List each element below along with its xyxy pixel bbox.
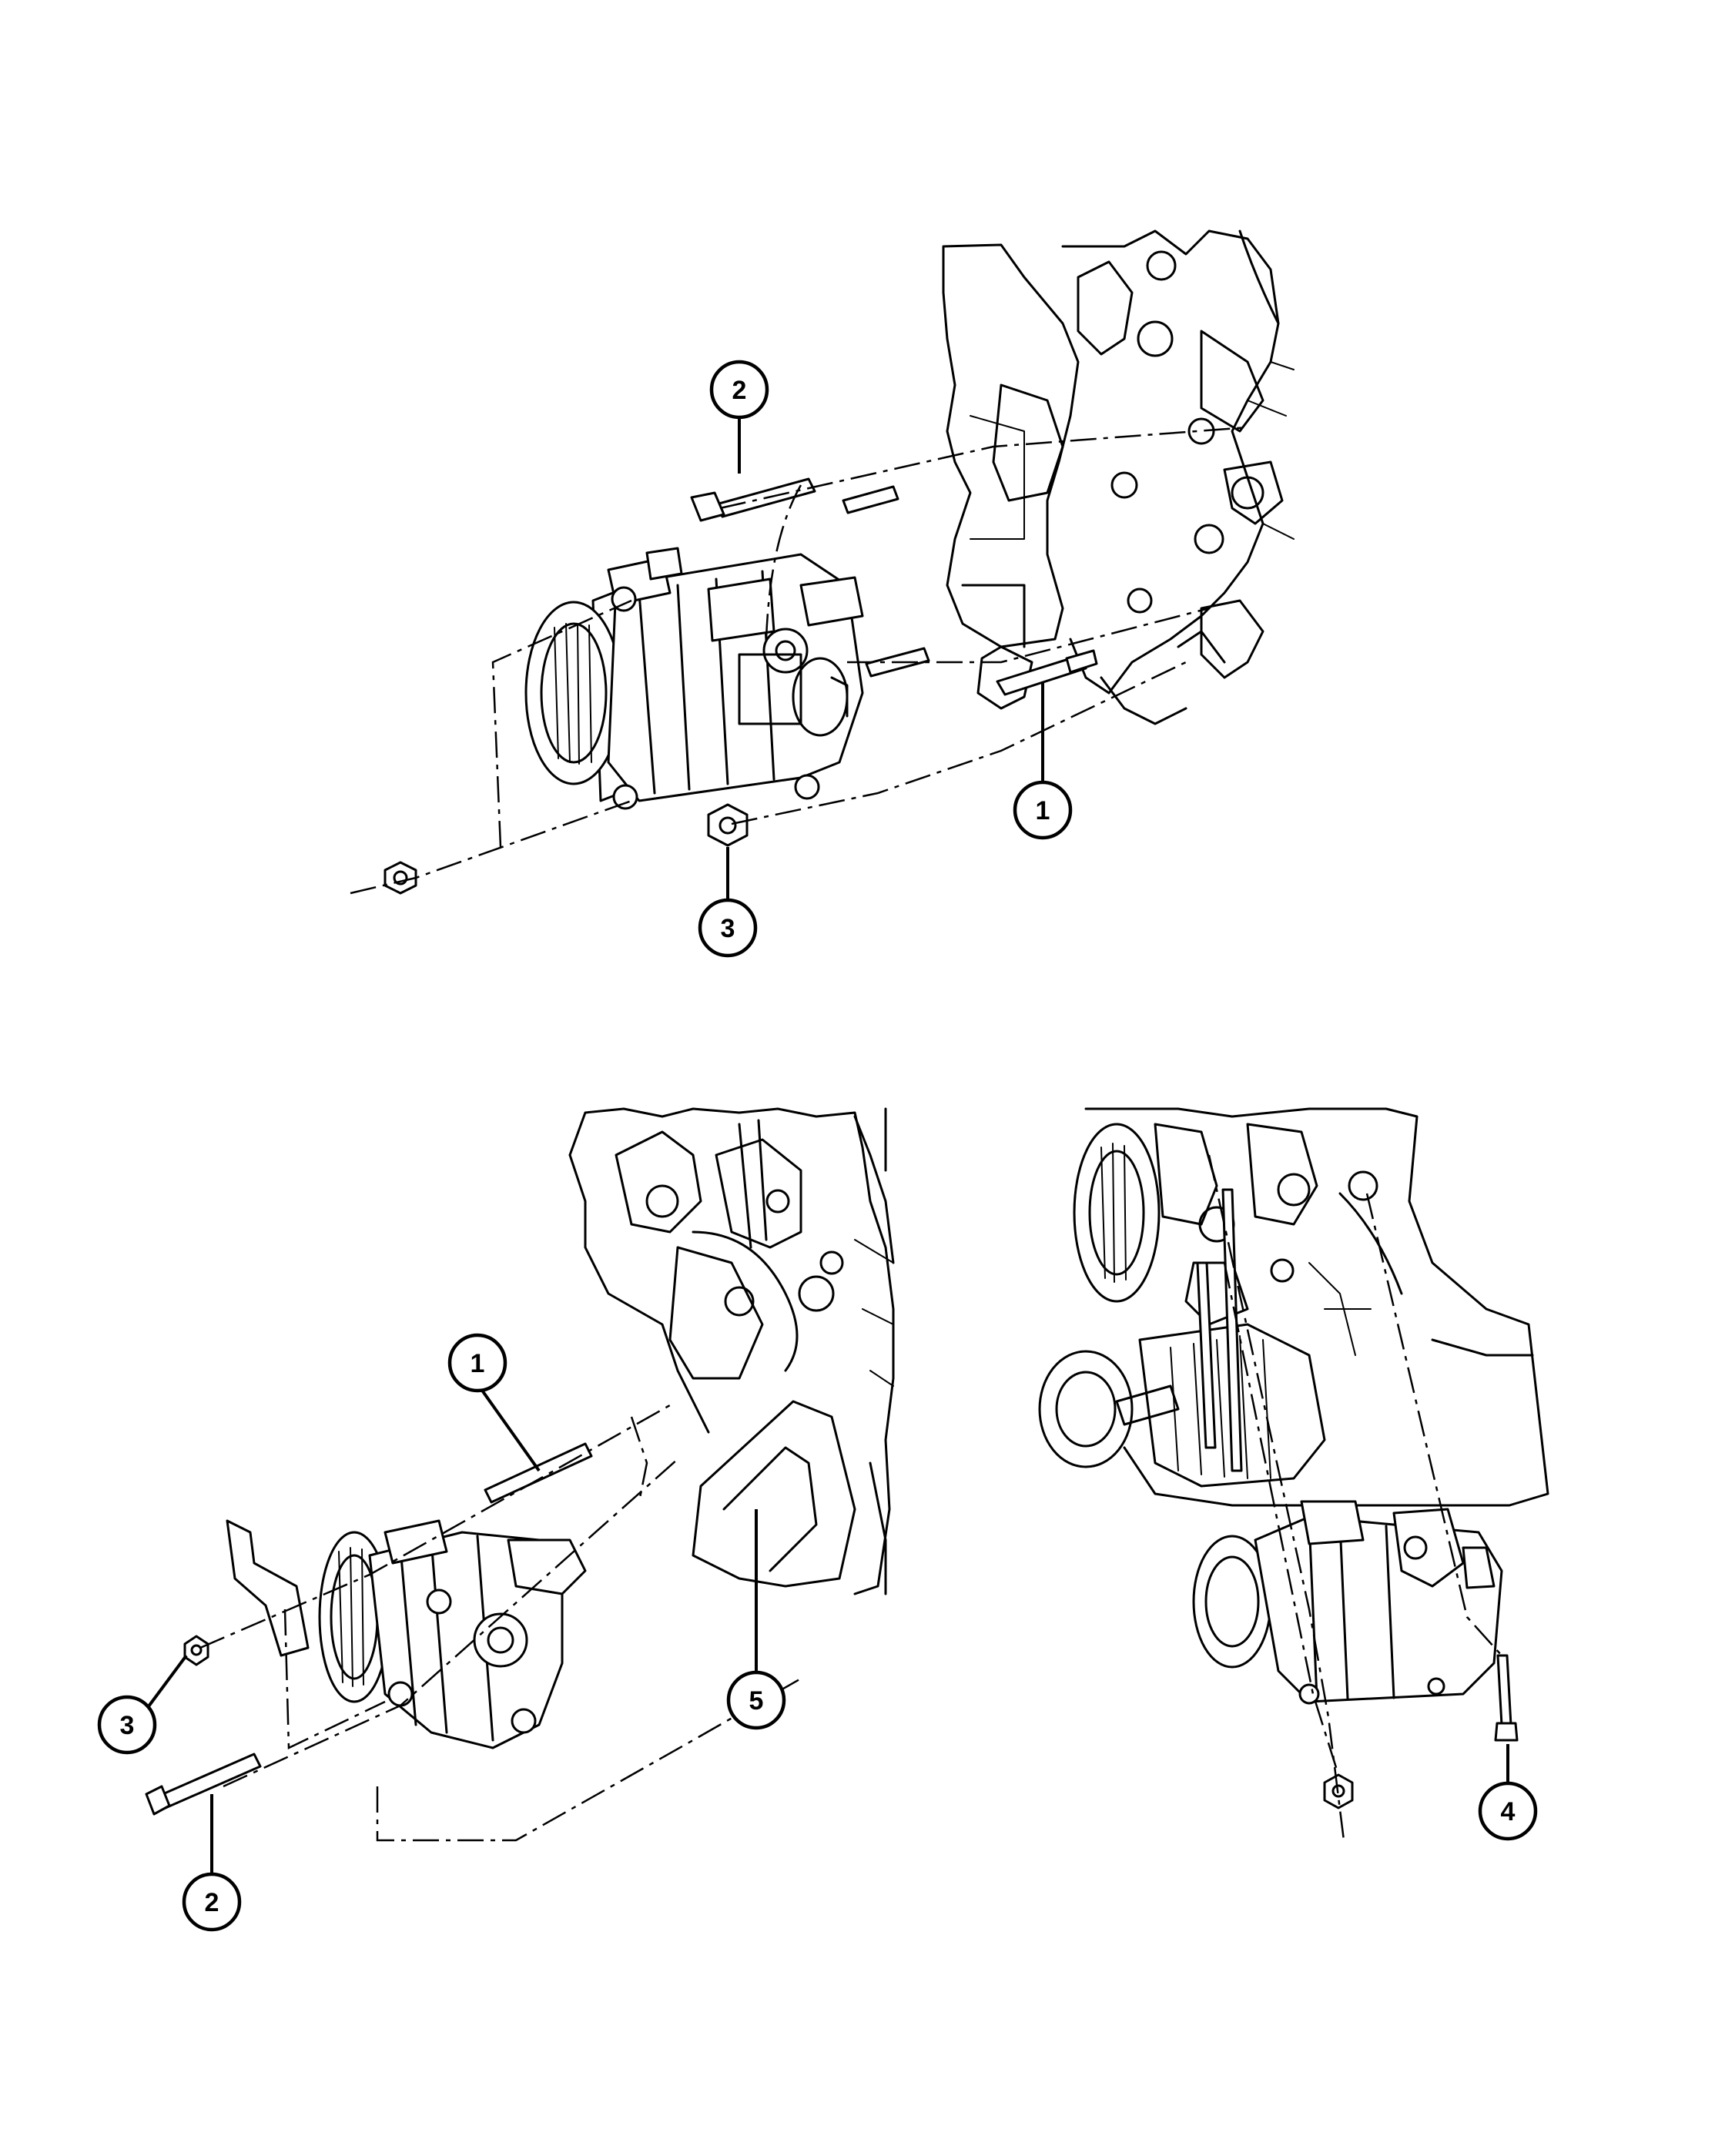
svg-text:4: 4: [1501, 1797, 1516, 1826]
top-view: 2 1 3: [350, 229, 1295, 958]
br-studs: [1196, 1188, 1243, 1472]
svg-text:3: 3: [721, 914, 735, 943]
bl-nut-3: [183, 1635, 209, 1666]
bl-callout-2: 2: [182, 1794, 242, 1932]
top-engine-block: [942, 229, 1295, 725]
top-callout-2: 2: [709, 360, 769, 474]
top-callout-1: 1: [1013, 681, 1073, 840]
svg-text:2: 2: [732, 376, 747, 405]
bl-callout-5: 5: [726, 1509, 786, 1730]
br-stud-lower: [1196, 1261, 1217, 1449]
bottom-right-view: 4: [1038, 1107, 1549, 1841]
bottom-left-view: 1 5 3 2: [97, 1107, 895, 1932]
svg-text:1: 1: [1036, 796, 1050, 825]
bl-callout-1: 1: [447, 1333, 541, 1472]
top-compressor: [524, 547, 864, 810]
top-stud-upper: [842, 485, 899, 514]
top-callout-3: 3: [698, 847, 758, 958]
top-nut-3: [707, 803, 749, 847]
top-stud-bracket: [976, 645, 1098, 710]
br-stud-upper: [1221, 1188, 1243, 1472]
bl-centerlines: [199, 1404, 802, 1842]
bl-callout-3: 3: [97, 1654, 188, 1755]
bl-fasteners: [145, 1442, 593, 1816]
top-centerlines: [350, 426, 1248, 895]
svg-text:2: 2: [205, 1888, 219, 1917]
bl-bracket-plate: [226, 1519, 310, 1657]
bl-compressor: [318, 1519, 587, 1749]
br-centerlines: [1208, 1154, 1502, 1841]
bl-stud-1: [484, 1442, 593, 1504]
svg-text:5: 5: [749, 1686, 764, 1716]
bl-bolt-2: [152, 1753, 262, 1812]
br-engine-block: [1038, 1107, 1549, 1507]
bl-engine-block: [568, 1107, 895, 1595]
svg-text:3: 3: [120, 1711, 135, 1740]
br-bolt-4: [1496, 1654, 1512, 1726]
br-compressor: [1192, 1500, 1503, 1705]
svg-text:1: 1: [471, 1349, 485, 1378]
br-callout-4: 4: [1478, 1744, 1538, 1841]
top-nut-left: [384, 861, 417, 895]
